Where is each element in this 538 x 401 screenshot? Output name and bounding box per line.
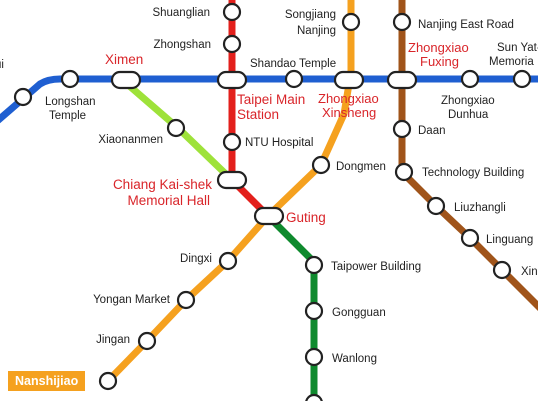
station-marker-yongan-market[interactable] bbox=[176, 290, 196, 310]
label-ximen: Ximen bbox=[105, 52, 143, 67]
station-marker-liuzhangli[interactable] bbox=[426, 196, 446, 216]
station-marker-jingan[interactable] bbox=[137, 331, 157, 351]
label-songjiang-nanjing-1: Songjiang bbox=[285, 9, 336, 21]
label-zhongxiao-xinsheng-1: Zhongxiao bbox=[318, 91, 379, 106]
station-marker-ckskmh[interactable] bbox=[216, 170, 248, 190]
label-daan: Daan bbox=[418, 125, 446, 137]
label-ckskmh-2: Memorial Hall bbox=[127, 193, 210, 208]
label-songjiang-nanjing-2: Nanjing bbox=[297, 25, 336, 37]
station-marker-ntu-hospital[interactable] bbox=[222, 132, 242, 152]
label-zhongxiao-dunhua-2: Dunhua bbox=[448, 109, 489, 121]
station-marker-zhongxiao-dunhua[interactable] bbox=[460, 69, 480, 89]
label-linguang: Linguang bbox=[486, 234, 533, 246]
station-marker-zhongshan[interactable] bbox=[222, 34, 242, 54]
label-zhongxiao-dunhua-1: Zhongxiao bbox=[441, 95, 495, 107]
label-sun-yat-sen-1: Sun Yat- bbox=[497, 42, 538, 54]
label-dongmen: Dongmen bbox=[336, 161, 386, 173]
label-taipei-main-2: Station bbox=[237, 107, 279, 122]
label-jingan: Jingan bbox=[96, 334, 130, 346]
station-marker-longshan-temple[interactable] bbox=[60, 69, 80, 89]
station-marker-xinhai[interactable] bbox=[492, 260, 512, 280]
label-longshan-temple-2: Temple bbox=[49, 110, 86, 122]
label-xinhai: Xin bbox=[521, 266, 538, 278]
station-marker-left-edge[interactable] bbox=[13, 87, 33, 107]
label-zhongshan: Zhongshan bbox=[153, 39, 211, 51]
station-marker-shandao-temple[interactable] bbox=[284, 69, 304, 89]
label-taipower-building: Taipower Building bbox=[331, 261, 421, 273]
label-dingxi: Dingxi bbox=[180, 253, 212, 265]
station-marker-guting[interactable] bbox=[253, 206, 285, 226]
station-marker-songjiang-nanjing[interactable] bbox=[341, 12, 361, 32]
station-marker-gongguan[interactable] bbox=[304, 301, 324, 321]
station-marker-nanjing-east-road[interactable] bbox=[392, 12, 412, 32]
label-ckskmh-1: Chiang Kai-shek bbox=[113, 177, 212, 192]
station-marker-linguang[interactable] bbox=[460, 228, 480, 248]
station-marker-wanlong[interactable] bbox=[304, 347, 324, 367]
label-nanjing-east-road: Nanjing East Road bbox=[418, 19, 514, 31]
label-technology-building: Technology Building bbox=[422, 167, 524, 179]
label-taipei-main-1: Taipei Main bbox=[237, 92, 305, 107]
station-marker-dongmen[interactable] bbox=[311, 155, 331, 175]
label-guting: Guting bbox=[286, 210, 326, 225]
station-marker-taipei-main[interactable] bbox=[216, 70, 248, 90]
station-marker-bottom-partial[interactable] bbox=[305, 393, 323, 401]
station-marker-ximen[interactable] bbox=[110, 70, 142, 90]
station-marker-nanshijiao[interactable] bbox=[98, 371, 118, 391]
brown-line bbox=[398, 0, 538, 311]
station-marker-zhongxiao-xinsheng[interactable] bbox=[333, 70, 365, 90]
blue-line bbox=[0, 75, 538, 124]
label-yongan-market: Yongan Market bbox=[93, 294, 171, 306]
label-xiaonanmen: Xiaonanmen bbox=[98, 134, 163, 146]
station-marker-xiaonanmen[interactable] bbox=[166, 118, 186, 138]
label-gongguan: Gongguan bbox=[332, 307, 386, 319]
station-marker-shuanglian[interactable] bbox=[222, 2, 242, 22]
station-marker-taipower-building[interactable] bbox=[304, 255, 324, 275]
terminus-badge-nanshijiao: Nanshijiao bbox=[8, 371, 86, 391]
label-zhongxiao-fuxing-2: Fuxing bbox=[420, 54, 459, 69]
label-shandao-temple: Shandao Temple bbox=[250, 58, 336, 70]
label-zhongxiao-fuxing-1: Zhongxiao bbox=[408, 40, 469, 55]
label-shuanglian: Shuanglian bbox=[152, 7, 210, 19]
station-marker-zhongxiao-fuxing[interactable] bbox=[386, 70, 418, 90]
label-wanlong: Wanlong bbox=[332, 353, 377, 365]
label-liuzhangli: Liuzhangli bbox=[454, 202, 506, 214]
label-zhongxiao-xinsheng-2: Xinsheng bbox=[322, 105, 376, 120]
label-sun-yat-sen-2: Memoria bbox=[489, 56, 534, 68]
label-ntu-hospital: NTU Hospital bbox=[245, 137, 313, 149]
label-longshan-temple-1: Longshan bbox=[45, 96, 96, 108]
station-marker-daan[interactable] bbox=[392, 119, 412, 139]
station-marker-technology-building[interactable] bbox=[394, 162, 414, 182]
station-marker-dingxi[interactable] bbox=[218, 251, 238, 271]
label-left-edge: ui bbox=[0, 59, 4, 71]
station-marker-sun-yat-sen[interactable] bbox=[512, 69, 532, 89]
